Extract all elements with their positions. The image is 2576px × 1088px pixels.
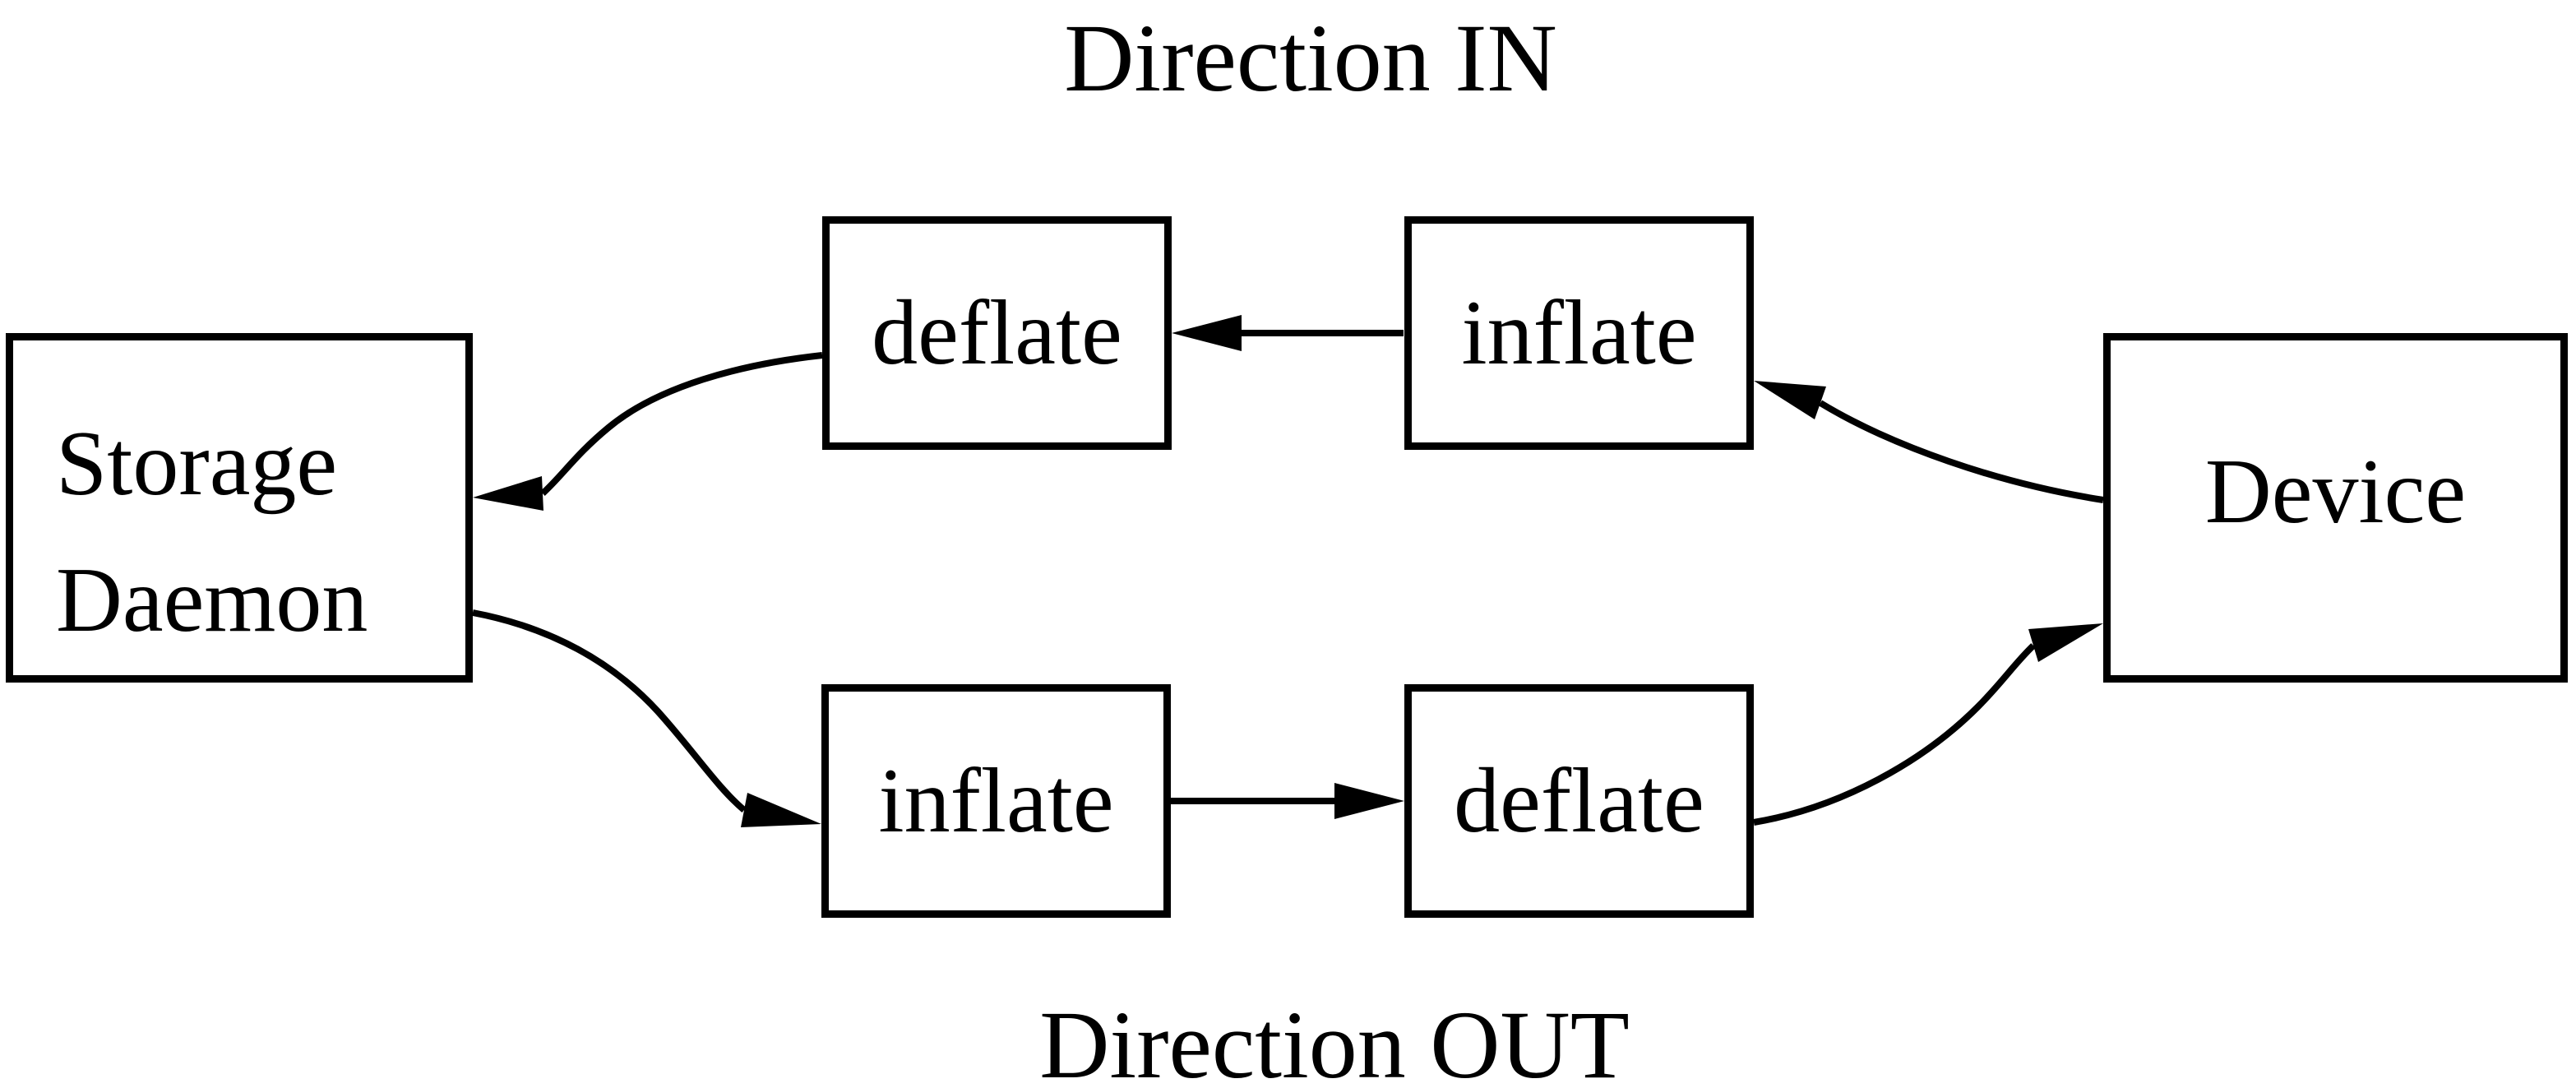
top-deflate-box: deflate: [822, 216, 1172, 450]
arrow-out-deflate-to-device-line: [1753, 643, 2036, 826]
top-inflate-box: inflate: [1404, 216, 1754, 450]
bottom-deflate-label: deflate: [1454, 750, 1704, 852]
arrow-in-device-to-inflate: [1754, 381, 2104, 503]
arrow-in-inflate-to-deflate-head-icon: [1172, 315, 1242, 351]
bottom-inflate-box: inflate: [821, 684, 1171, 918]
storage-daemon-box: Storage Daemon: [6, 333, 473, 683]
storage-daemon-label-line2: Daemon: [56, 549, 368, 651]
top-inflate-label: inflate: [1461, 282, 1697, 384]
arrow-out-deflate-to-device: [1753, 623, 2103, 826]
arrow-out-storage-to-inflate-head-icon: [741, 793, 821, 827]
arrow-out-storage-to-inflate-line: [472, 609, 747, 813]
arrow-in-inflate-to-deflate: [1172, 315, 1404, 351]
bottom-inflate-label: inflate: [878, 750, 1114, 852]
arrow-in-device-to-inflate-line: [1818, 400, 2104, 503]
arrow-out-inflate-to-deflate: [1171, 783, 1404, 819]
storage-daemon-label-line1: Storage: [56, 412, 338, 515]
arrow-in-deflate-to-storage: [473, 352, 823, 511]
arrow-in-deflate-to-storage-head-icon: [473, 476, 543, 511]
direction-in-title: Direction IN: [1064, 4, 1557, 112]
direction-out-title: Direction OUT: [1039, 991, 1630, 1088]
top-deflate-label: deflate: [872, 282, 1122, 384]
device-box: Device: [2103, 333, 2568, 683]
arrow-in-device-to-inflate-head-icon: [1754, 381, 1826, 419]
arrow-out-inflate-to-deflate-head-icon: [1334, 783, 1404, 819]
arrow-in-deflate-to-storage-line: [540, 352, 823, 496]
bottom-deflate-box: deflate: [1404, 684, 1754, 918]
device-label: Device: [2204, 440, 2467, 543]
arrow-out-storage-to-inflate: [472, 609, 821, 827]
arrow-out-deflate-to-device-head-icon: [2028, 623, 2103, 662]
